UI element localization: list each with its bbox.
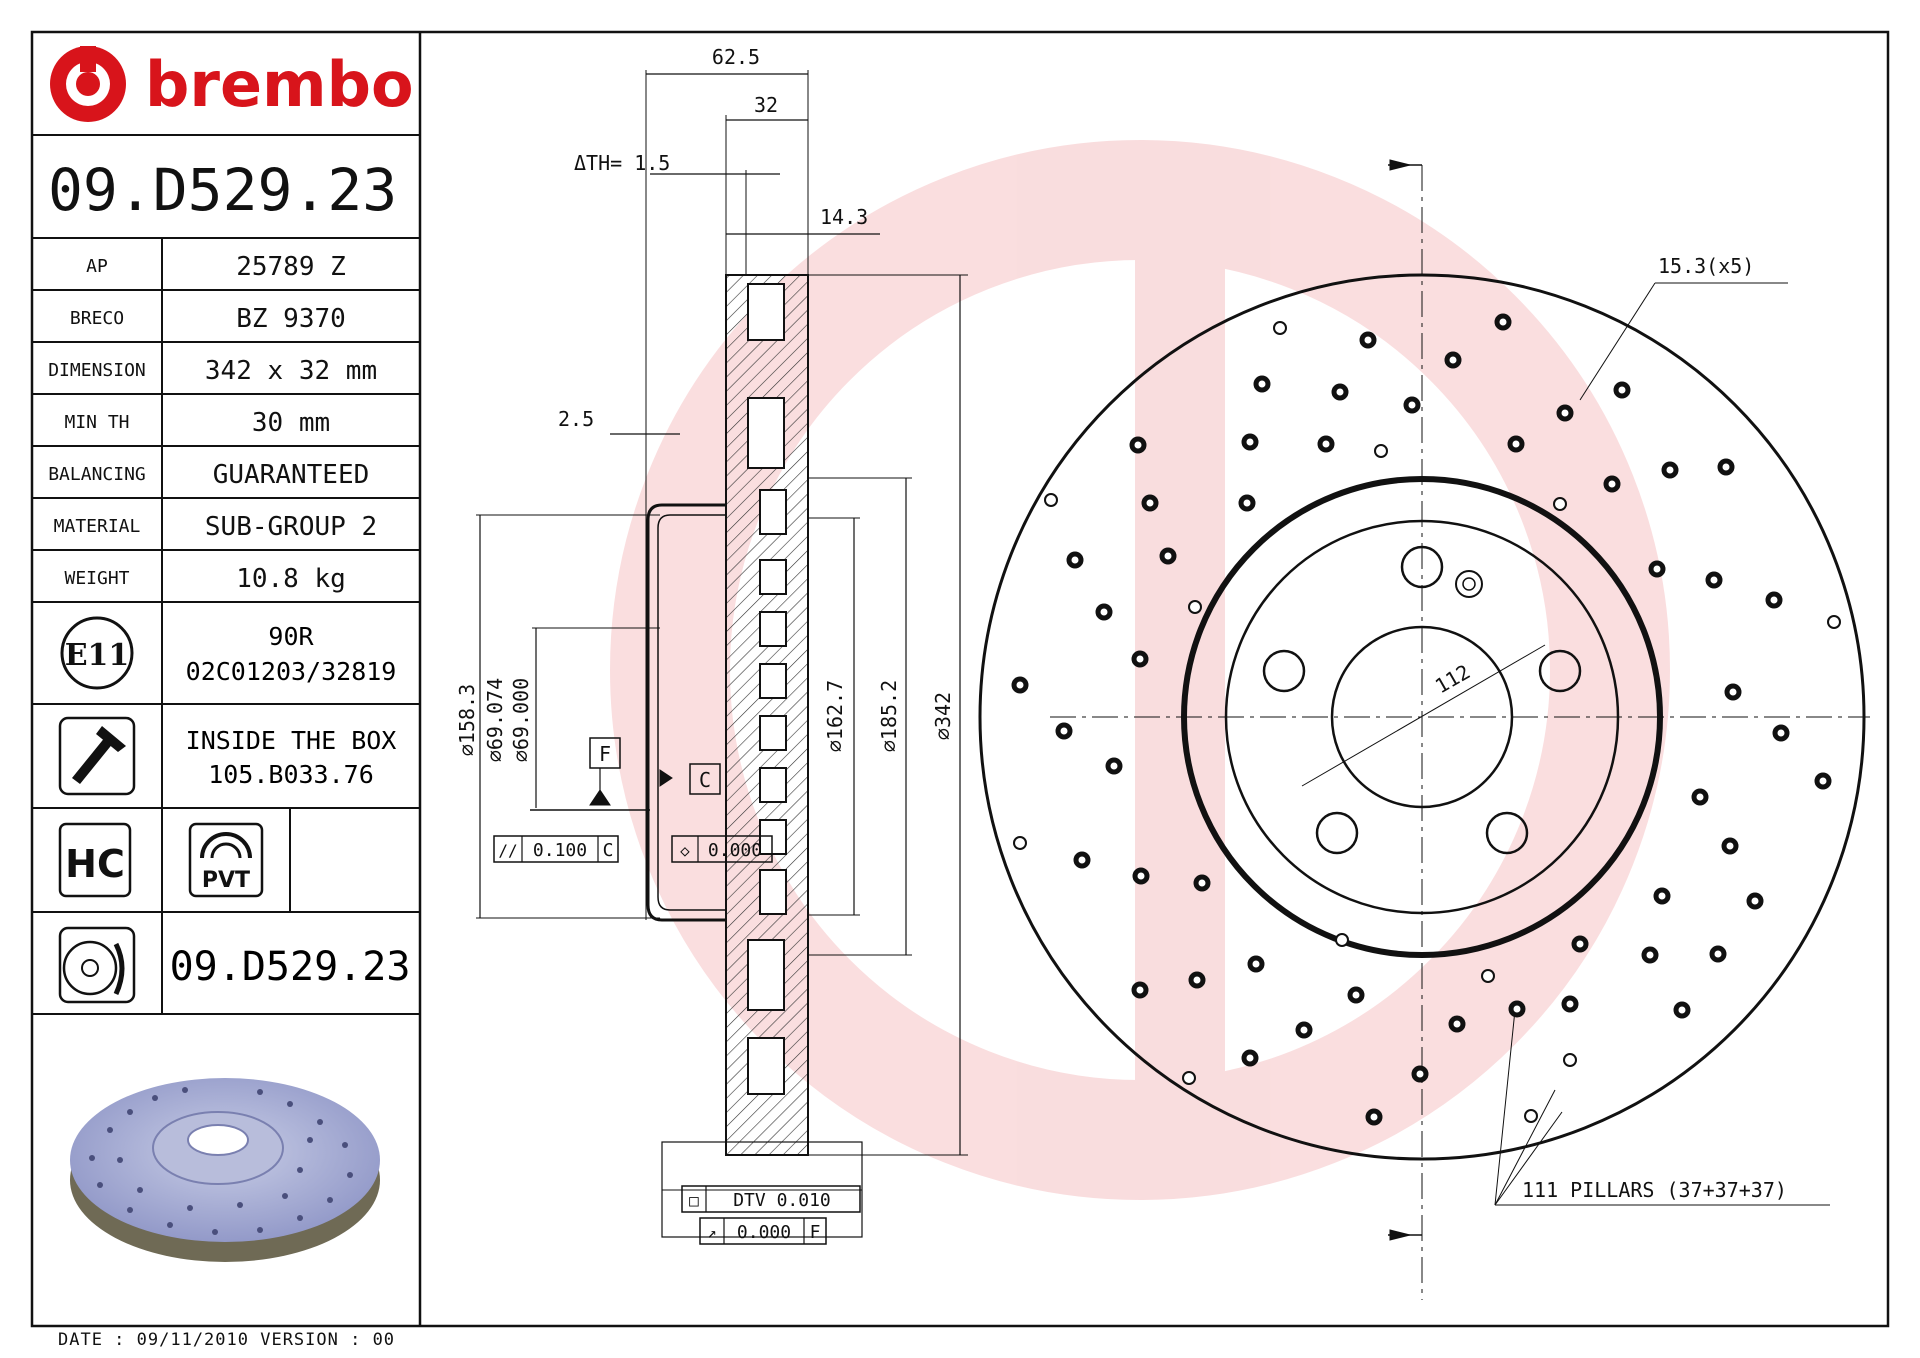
dim-dia-158-3: ⌀158.3 bbox=[455, 684, 479, 756]
approval-badge: E11 bbox=[65, 638, 130, 673]
spec-value-dimension: 342 x 32 mm bbox=[205, 356, 377, 386]
bottom-part-number: 09.D529.23 bbox=[170, 944, 411, 990]
pvt-label: PVT bbox=[202, 868, 250, 893]
tol-runout-ref: F bbox=[810, 1222, 821, 1243]
svg-text:↗: ↗ bbox=[707, 1223, 717, 1242]
spec-value-min-th: 30 mm bbox=[252, 408, 330, 438]
spec-value-balancing: GUARANTEED bbox=[213, 460, 370, 490]
tol-runout: 0.000 bbox=[737, 1222, 791, 1243]
tol-parallel-ref: C bbox=[603, 840, 614, 861]
dim-32: 32 bbox=[754, 93, 778, 117]
brembo-logo: brembo bbox=[50, 46, 414, 122]
title-block bbox=[32, 134, 420, 1015]
small-holes bbox=[1013, 321, 1841, 1123]
approval-line1: 90R bbox=[268, 622, 314, 651]
box-line2: 105.B033.76 bbox=[208, 760, 374, 789]
screw-icon bbox=[58, 716, 136, 796]
drilled-holes bbox=[1011, 313, 1832, 1126]
front-view bbox=[978, 159, 1870, 1300]
dim-14-3: 14.3 bbox=[820, 205, 868, 229]
dim-62-5: 62.5 bbox=[712, 45, 760, 69]
spec-value-material: SUB-GROUP 2 bbox=[205, 512, 377, 542]
sheet-border bbox=[30, 30, 1890, 1328]
brake-disc-rendering bbox=[70, 1078, 380, 1262]
spec-label-material: MATERIAL bbox=[54, 516, 141, 537]
brand-name: brembo bbox=[145, 48, 414, 121]
hc-label: HC bbox=[65, 842, 125, 886]
svg-text://: // bbox=[498, 841, 517, 860]
tol-dtv: DTV 0.010 bbox=[733, 1190, 831, 1211]
dim-dia-69-000: ⌀69.000 bbox=[509, 678, 533, 762]
brembo-watermark bbox=[610, 140, 1670, 1200]
dim-dia-69-074: ⌀69.074 bbox=[483, 678, 507, 762]
svg-text:□: □ bbox=[689, 1191, 699, 1210]
spec-label-ap: AP bbox=[86, 256, 108, 277]
part-number: 09.D529.23 bbox=[48, 156, 397, 224]
spec-value-ap: 25789 Z bbox=[236, 252, 346, 282]
dim-pcd-112: 112 bbox=[1431, 660, 1474, 699]
e11-approval-icon: E11 bbox=[60, 616, 134, 690]
dim-dia-342: ⌀342 bbox=[931, 692, 955, 740]
spec-value-weight: 10.8 kg bbox=[236, 564, 346, 594]
dim-delta-th: ΔTH= 1.5 bbox=[574, 151, 670, 175]
hc-badge-icon: HC bbox=[58, 822, 132, 898]
disc-pad-icon bbox=[58, 926, 136, 1004]
cross-section-view bbox=[476, 70, 968, 1245]
svg-text:◇: ◇ bbox=[680, 841, 690, 860]
spec-label-dimension: DIMENSION bbox=[48, 360, 146, 381]
box-line1: INSIDE THE BOX bbox=[186, 726, 397, 755]
pillars-note: 111 PILLARS (37+37+37) bbox=[1522, 1178, 1787, 1202]
datum-c: C bbox=[699, 768, 711, 792]
approval-line2: 02C01203/32819 bbox=[186, 657, 397, 686]
datum-f: F bbox=[599, 742, 611, 766]
spec-label-balancing: BALANCING bbox=[48, 464, 146, 485]
dim-holes-15-3: 15.3(x5) bbox=[1658, 254, 1754, 278]
spec-value-breco: BZ 9370 bbox=[236, 304, 346, 334]
dim-2-5: 2.5 bbox=[558, 407, 594, 431]
pvt-badge-icon: PVT bbox=[188, 822, 264, 898]
tol-flatness: 0.000 bbox=[708, 840, 762, 861]
dim-dia-162-7: ⌀162.7 bbox=[823, 680, 847, 752]
tol-parallel: 0.100 bbox=[533, 840, 587, 861]
footer-date-version: DATE : 09/11/2010 VERSION : 00 bbox=[58, 1330, 396, 1350]
spec-label-breco: BRECO bbox=[70, 308, 124, 329]
dim-dia-185-2: ⌀185.2 bbox=[877, 680, 901, 752]
spec-label-weight: WEIGHT bbox=[64, 568, 129, 589]
spec-label-min-th: MIN TH bbox=[64, 412, 129, 433]
